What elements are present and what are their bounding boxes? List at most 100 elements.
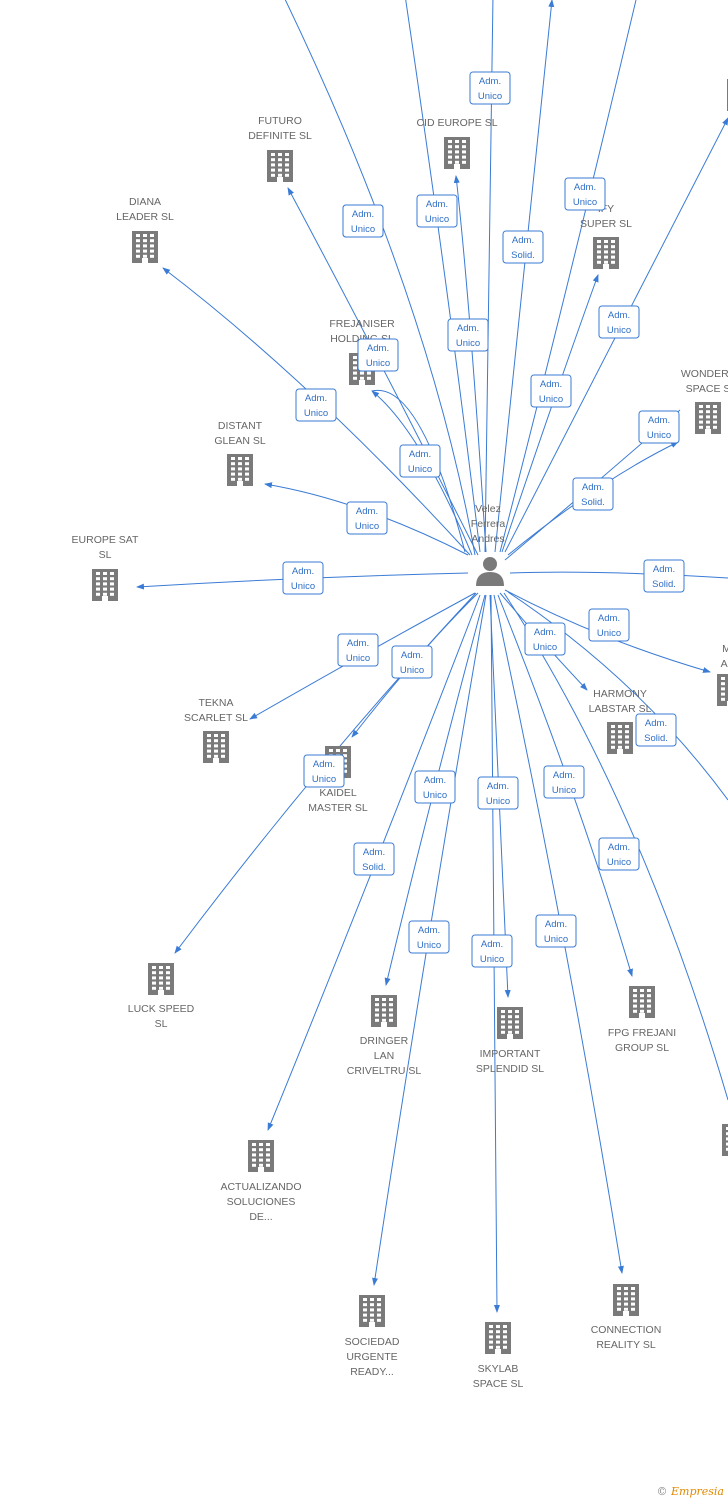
company-node-so[interactable]: SO bbox=[722, 1124, 728, 1182]
relation-label[interactable]: Adm.Unico bbox=[342, 204, 384, 238]
company-name: DRINGER bbox=[360, 1035, 409, 1047]
company-node-sociedad[interactable]: SOCIEDADURGENTEREADY... bbox=[345, 1295, 400, 1378]
relation-label[interactable]: Adm.Solid. bbox=[643, 559, 685, 593]
relation-label[interactable]: Adm.Unico bbox=[357, 338, 399, 372]
company-node-actualizando[interactable]: ACTUALIZANDOSOLUCIONESDE... bbox=[220, 1140, 302, 1223]
building-icon bbox=[607, 722, 633, 754]
company-name: LABSTAR SL bbox=[589, 703, 652, 715]
company-name: MASTER SL bbox=[308, 802, 368, 814]
company-node-ma[interactable]: MAAMI bbox=[717, 643, 728, 706]
relation-label-text: Adm. bbox=[409, 449, 431, 460]
relation-label-box bbox=[598, 837, 640, 871]
company-node-connection[interactable]: CONNECTION REALITY SL bbox=[591, 1284, 662, 1351]
relation-label[interactable]: Adm. Unico bbox=[543, 765, 585, 799]
company-node-wonder[interactable]: WONDERFSPACE S bbox=[681, 368, 728, 434]
company-name: TEKNA bbox=[198, 697, 233, 709]
relation-label[interactable]: Adm.Solid. bbox=[572, 477, 614, 511]
relation-label[interactable]: Adm.Unico bbox=[524, 622, 566, 656]
relation-label[interactable]: Adm.Unico bbox=[469, 71, 511, 105]
building-icon bbox=[267, 150, 293, 182]
company-name: IMPORTANT bbox=[480, 1048, 541, 1060]
relation-label-box bbox=[416, 194, 458, 228]
relation-label[interactable]: Adm.Unico bbox=[477, 776, 519, 810]
relation-label-text: Adm. bbox=[648, 415, 670, 426]
company-name: LUCK SPEED bbox=[128, 1003, 195, 1015]
company-name: REALITY SL bbox=[596, 1339, 655, 1351]
company-name: WONDERF bbox=[681, 368, 728, 380]
relation-label[interactable]: Adm.Unico bbox=[588, 608, 630, 642]
relation-label-box bbox=[469, 71, 511, 105]
relation-label[interactable]: Adm.Unico bbox=[399, 444, 441, 478]
building-icon bbox=[371, 995, 397, 1027]
person-name: Andres bbox=[471, 533, 504, 545]
company-name: LEADER SL bbox=[116, 211, 174, 223]
relation-label[interactable]: Adm.Unico bbox=[295, 388, 337, 422]
company-node-cid[interactable]: CID EUROPE SL bbox=[416, 117, 498, 169]
relation-label-text: Unico bbox=[400, 665, 424, 676]
brand-logo[interactable]: Empresia bbox=[671, 1485, 724, 1498]
building-icon bbox=[497, 1007, 523, 1039]
relation-label-text: Adm. bbox=[608, 842, 630, 853]
relation-label[interactable]: Adm.Solid. bbox=[502, 230, 544, 264]
building-icon bbox=[629, 986, 655, 1018]
relation-label-text: Adm. bbox=[426, 199, 448, 210]
company-node-tekna[interactable]: TEKNA SCARLET SL bbox=[184, 697, 248, 763]
relation-label[interactable]: Adm.Unico bbox=[408, 920, 450, 954]
relation-label-text: Unico bbox=[552, 785, 576, 796]
relation-label[interactable]: Adm.Unico bbox=[638, 410, 680, 444]
relation-label[interactable]: Adm.Unico bbox=[598, 305, 640, 339]
relation-label[interactable]: Adm.Unico bbox=[598, 837, 640, 871]
relation-label-box bbox=[535, 914, 577, 948]
relation-label-box bbox=[530, 374, 572, 408]
relation-label[interactable]: Adm.Solid. bbox=[635, 713, 677, 747]
relation-label-text: Unico bbox=[478, 91, 502, 102]
relation-label-box bbox=[635, 713, 677, 747]
relation-label-text: Adm. bbox=[352, 209, 374, 220]
relation-label-box bbox=[643, 559, 685, 593]
edge-labels-layer: Adm.UnicoAdm.UnicoAdm.UnicoAdm.Solid.Adm… bbox=[282, 71, 685, 968]
company-name: EUROPE SAT bbox=[72, 534, 139, 546]
company-name: SPACE SL bbox=[473, 1378, 524, 1390]
relation-label-text: Unico bbox=[480, 954, 504, 965]
relation-label[interactable]: Adm.Unico bbox=[530, 374, 572, 408]
relation-label[interactable]: Adm.Unico bbox=[416, 194, 458, 228]
relation-label-box bbox=[564, 177, 606, 211]
relation-label-text: Adm. bbox=[313, 759, 335, 770]
relation-edge bbox=[507, 591, 728, 801]
relation-label-text: Adm. bbox=[418, 925, 440, 936]
relation-label[interactable]: Adm.Unico bbox=[337, 633, 379, 667]
relation-label-text: Unico bbox=[355, 521, 379, 532]
company-name: SCARLET SL bbox=[184, 712, 248, 724]
relation-label[interactable]: Adm.Unico bbox=[564, 177, 606, 211]
relation-label[interactable]: Adm.Unico bbox=[346, 501, 388, 535]
company-name: CID EUROPE SL bbox=[416, 117, 497, 129]
relation-label-box bbox=[502, 230, 544, 264]
relation-label[interactable]: Adm.Unico bbox=[391, 645, 433, 679]
relation-label[interactable]: Adm.Unico bbox=[535, 914, 577, 948]
relation-label[interactable]: Adm.Solid. bbox=[353, 842, 395, 876]
relation-label-text: Adm. bbox=[553, 770, 575, 781]
building-icon bbox=[485, 1322, 511, 1354]
relation-label[interactable]: Adm.Unico bbox=[303, 754, 345, 788]
relation-label[interactable]: Adm.Unico bbox=[414, 770, 456, 804]
relation-label[interactable]: Adm.Unico bbox=[471, 934, 513, 968]
person-name: Velez bbox=[475, 503, 501, 515]
building-icon bbox=[695, 402, 721, 434]
relation-label[interactable]: Adm.Unico bbox=[447, 318, 489, 352]
relation-label[interactable]: Adm.Unico bbox=[282, 561, 324, 595]
company-name: CONNECTION bbox=[591, 1324, 662, 1336]
relation-edge bbox=[509, 571, 728, 579]
